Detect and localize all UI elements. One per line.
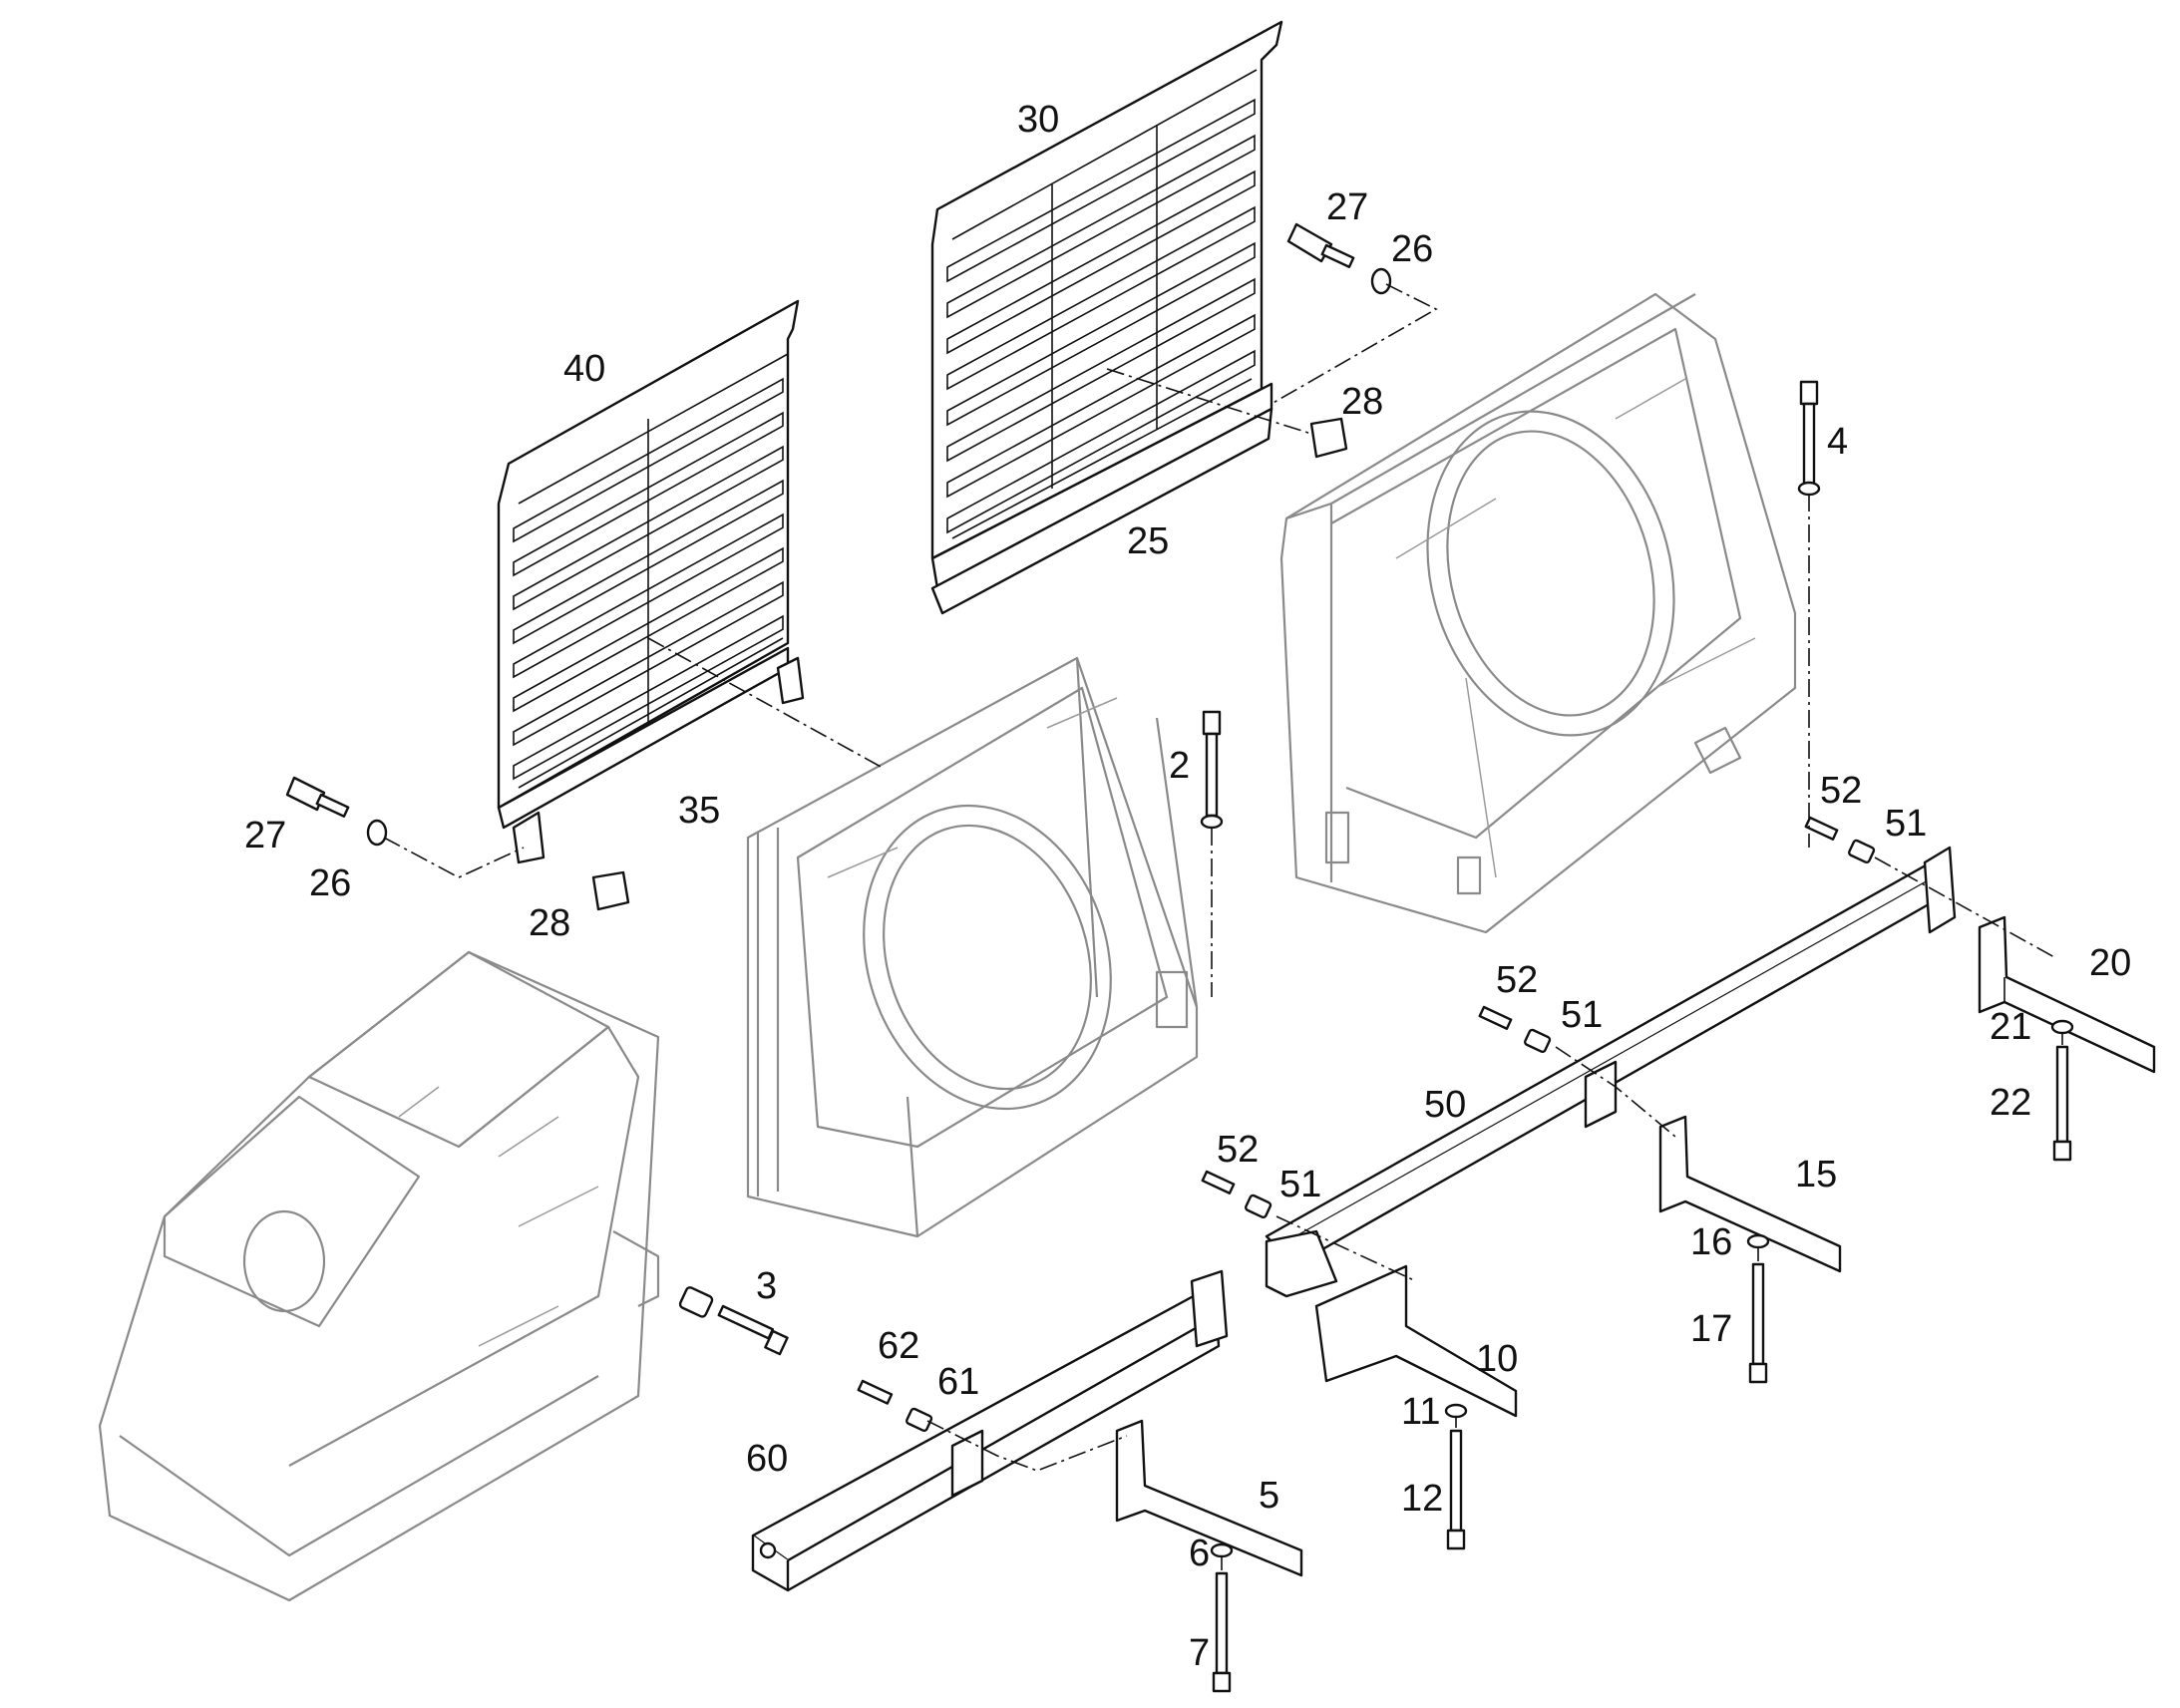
- hood-frame-left: [98, 950, 660, 1602]
- grille-slat: [946, 241, 1256, 427]
- leader-lines: [383, 283, 2063, 1570]
- callout-2: 2: [1169, 745, 1190, 787]
- callout-28: 28: [1341, 381, 1383, 423]
- radiator-frame-right: [1279, 292, 1797, 934]
- callout-3: 3: [756, 1265, 777, 1307]
- callout-52: 52: [1820, 770, 1862, 812]
- callout-21: 21: [1990, 1006, 2031, 1048]
- callout-51: 51: [1279, 1164, 1321, 1205]
- bracket-20: [1978, 915, 2156, 1074]
- callout-4: 4: [1827, 421, 1848, 463]
- grille-slat: [946, 170, 1256, 355]
- callout-28: 28: [529, 902, 570, 944]
- callout-50: 50: [1424, 1084, 1466, 1126]
- callout-6: 6: [1189, 1533, 1210, 1574]
- callout-15: 15: [1795, 1154, 1837, 1196]
- callout-30: 30: [1017, 99, 1059, 141]
- callout-52: 52: [1496, 959, 1538, 1001]
- grille-slat: [946, 277, 1256, 463]
- callout-10: 10: [1476, 1338, 1518, 1380]
- callout-16: 16: [1690, 1221, 1732, 1263]
- callout-11: 11: [1401, 1391, 1440, 1433]
- grille-slat: [946, 313, 1256, 499]
- callout-27: 27: [244, 815, 286, 856]
- callout-26: 26: [309, 862, 351, 904]
- bracket-5: [1115, 1419, 1303, 1577]
- grille-slat: [946, 205, 1256, 391]
- callout-22: 22: [1990, 1082, 2031, 1124]
- callout-5: 5: [1259, 1475, 1279, 1517]
- callout-35: 35: [678, 790, 720, 832]
- callout-52: 52: [1217, 1129, 1259, 1171]
- fasteners: [285, 222, 2074, 1693]
- callout-25: 25: [1127, 520, 1169, 562]
- callout-62: 62: [878, 1325, 919, 1367]
- callout-61: 61: [937, 1361, 979, 1403]
- beam-50: [1265, 846, 1957, 1298]
- grille-slat: [946, 134, 1256, 319]
- callouts: 30 27 26 28 25 40 4 2 27 26 35 28 52 51 …: [244, 99, 2131, 1674]
- bracket-15: [1658, 1115, 1842, 1273]
- callout-17: 17: [1690, 1308, 1732, 1350]
- callout-7: 7: [1189, 1632, 1210, 1674]
- grille-slat: [946, 98, 1256, 283]
- callout-20: 20: [2089, 942, 2131, 984]
- callout-26: 26: [1391, 228, 1433, 270]
- callout-27: 27: [1326, 186, 1368, 228]
- callout-51: 51: [1885, 803, 1927, 845]
- bracket-10: [1314, 1264, 1518, 1418]
- radiator-frame-middle: [746, 656, 1199, 1238]
- callout-12: 12: [1401, 1478, 1443, 1520]
- beam-60: [751, 1269, 1229, 1592]
- callout-51: 51: [1561, 994, 1603, 1036]
- callout-40: 40: [563, 348, 605, 390]
- grille-30: [930, 20, 1283, 615]
- callout-60: 60: [746, 1438, 788, 1480]
- grille-slat: [946, 349, 1256, 534]
- grille-40: [497, 299, 805, 864]
